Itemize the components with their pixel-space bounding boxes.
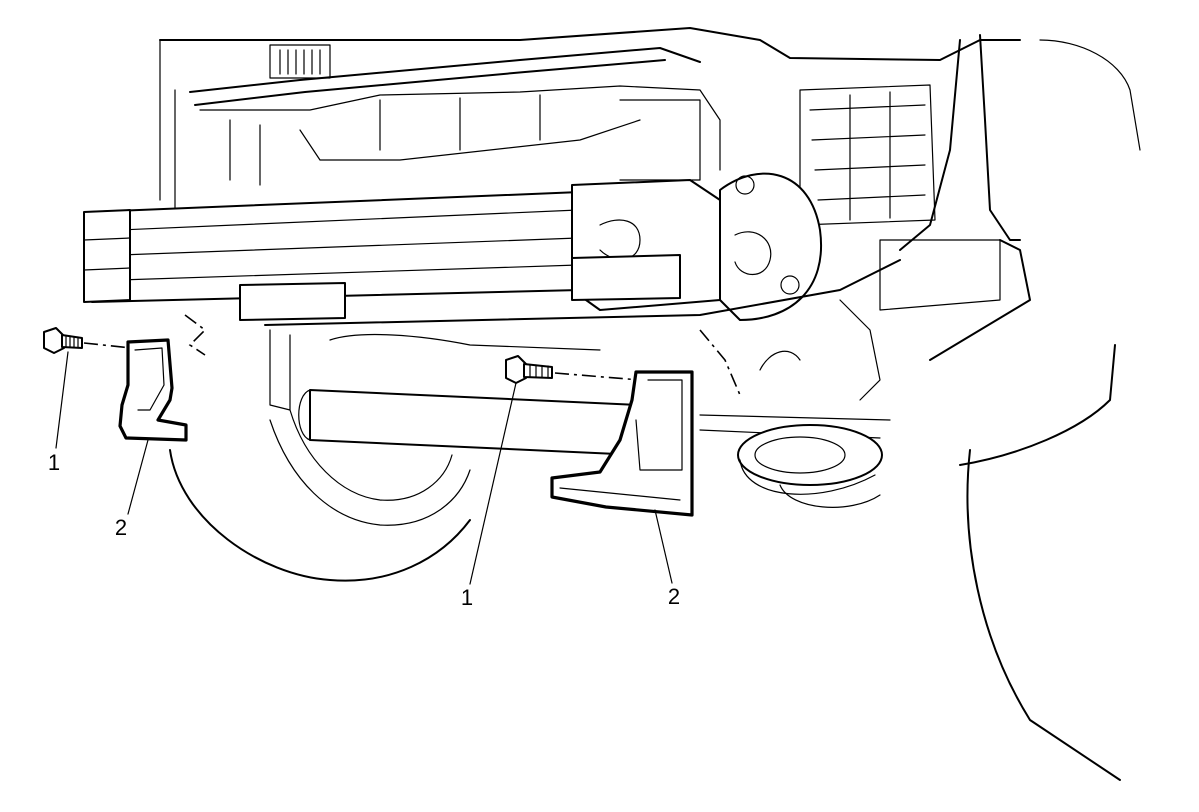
bracket-right [550,329,741,517]
leader-bolt-left [55,351,69,449]
leader-bracket-right [654,509,673,584]
callout-bracket-left: 2 [115,515,127,540]
callout-bolt-left: 1 [48,450,60,475]
upper-body-structure [159,27,1021,211]
callout-bracket-right: 2 [668,584,680,609]
leader-bracket-left [127,439,149,515]
bracket-left [118,314,207,442]
leader-bolt-center [469,382,517,585]
leader-lines [55,351,673,585]
front-tire-left [169,409,471,582]
bumper-impact-bar [83,191,581,321]
right-frame-rail [799,34,1141,361]
exhaust-tip [737,424,883,508]
bolt-left [43,327,151,354]
callout-bolt-center: 1 [461,585,473,610]
crush-can-mount [571,172,823,321]
front-tire-right [959,344,1121,781]
bolt-center [505,355,641,384]
